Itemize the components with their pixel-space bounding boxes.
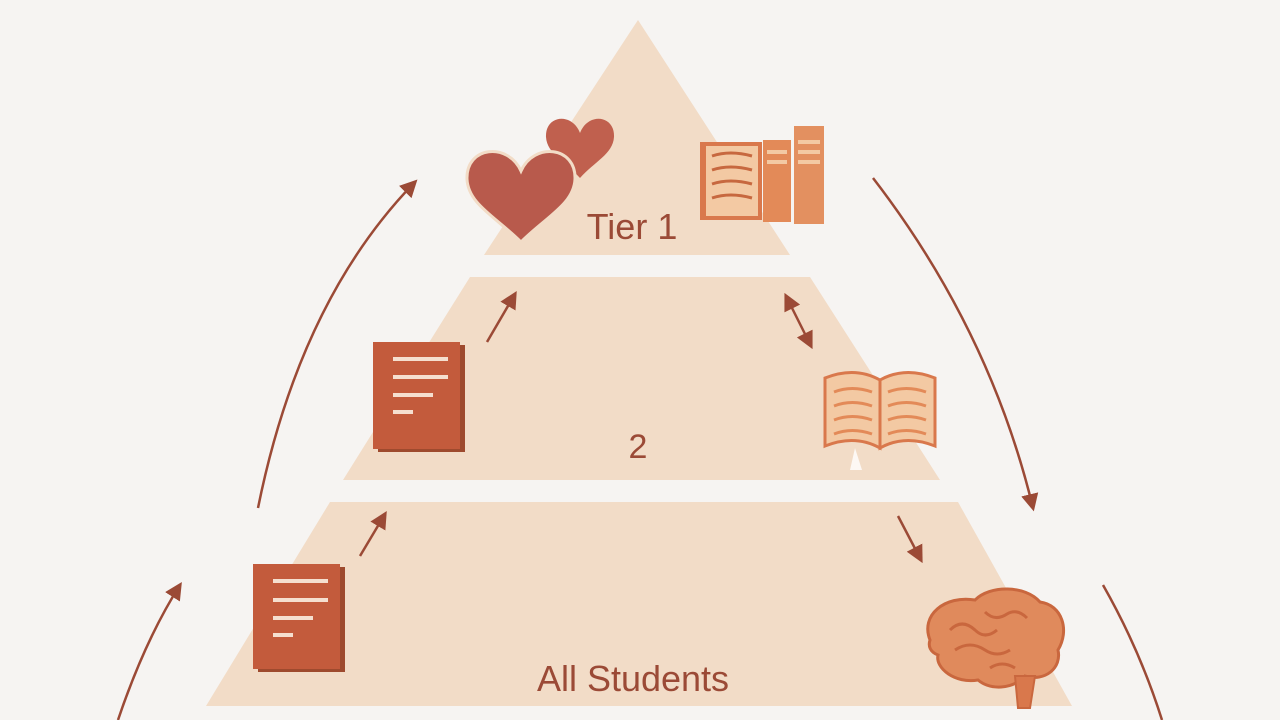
- document-icon: [253, 564, 345, 672]
- tier-1-label: Tier 1: [587, 206, 678, 247]
- hearts-icon: [465, 118, 615, 245]
- inner-arrow-tier3-left: [358, 510, 387, 557]
- outer-arrow-left-upper: [256, 179, 418, 509]
- outer-arrow-left-lower: [116, 582, 182, 720]
- document-icon: [373, 342, 465, 452]
- bookshelf-icon: [700, 126, 824, 224]
- tier-3-label: All Students: [537, 658, 729, 699]
- open-book-icon: [823, 371, 937, 470]
- brain-icon: [926, 587, 1066, 709]
- tier-3-shape: [206, 502, 1072, 706]
- outer-arrow-right-upper: [872, 177, 1039, 512]
- inner-arrow-tier2-right: [784, 292, 813, 350]
- tier-2-label: 2: [629, 428, 648, 466]
- outer-arrow-right-lower: [1101, 584, 1164, 720]
- inner-arrow-tier3-right: [896, 515, 923, 564]
- inner-arrow-tier2-left: [485, 290, 517, 343]
